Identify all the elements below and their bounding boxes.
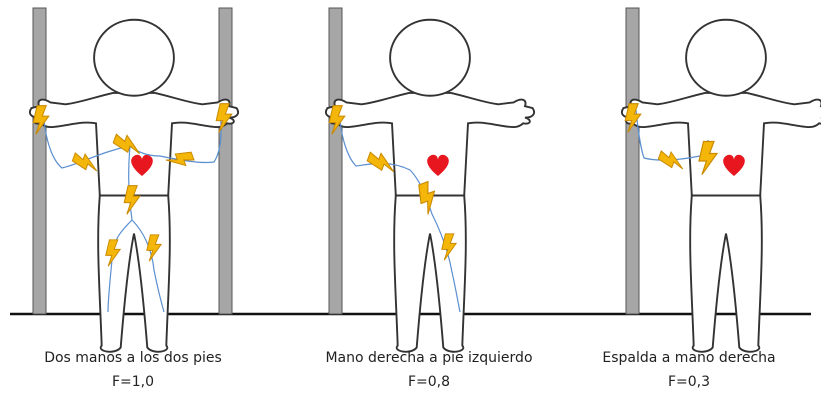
wall-left: [625, 7, 640, 315]
bolt-icon: [70, 150, 102, 174]
heart-icon: [723, 154, 745, 176]
heart-icon: [131, 154, 153, 176]
wall-left: [328, 7, 343, 315]
scenario-2-caption: Mano derecha a pie izquierdo F=0,8: [299, 349, 559, 391]
scenario-1-caption: Dos manos a los dos pies F=1,0: [3, 349, 263, 391]
scenario-title: Dos manos a los dos pies: [44, 350, 222, 366]
scenario-title: Mano derecha a pie izquierdo: [325, 350, 533, 366]
scenario-3-caption: Espalda a mano derecha F=0,3: [559, 349, 819, 391]
scenario-3-figure: [620, 7, 821, 353]
bolt-icon: [656, 148, 688, 172]
heart-icon: [427, 154, 449, 176]
wall-right: [218, 7, 233, 315]
scenario-factor: F=0,8: [407, 374, 451, 390]
scenario-factor: F=1,0: [111, 374, 155, 390]
scenario-2-figure: [324, 7, 536, 353]
current-path: [43, 109, 222, 313]
scenario-factor: F=0,3: [667, 374, 711, 390]
scenario-1-figure: [28, 7, 240, 353]
wall-left: [32, 7, 47, 315]
scenario-title: Espalda a mano derecha: [602, 350, 776, 366]
